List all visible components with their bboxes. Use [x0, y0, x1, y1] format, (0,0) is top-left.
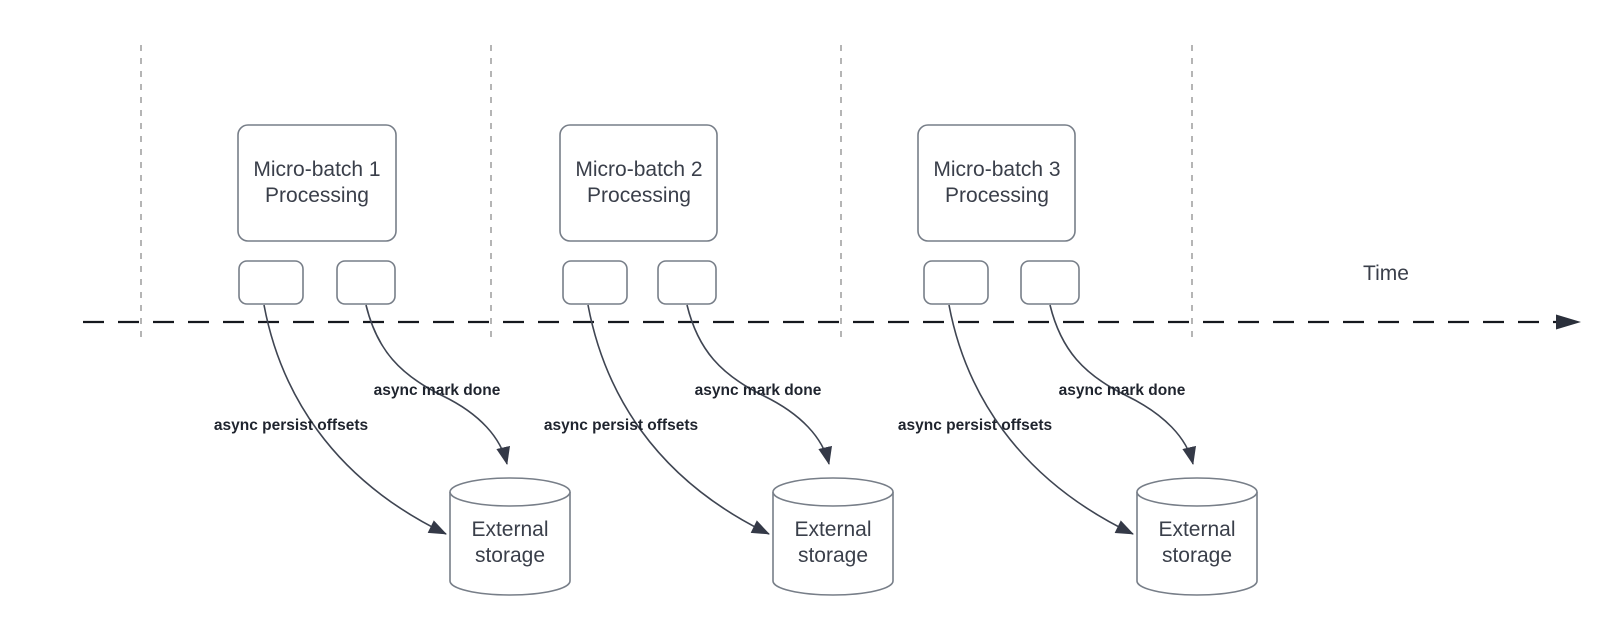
micro-batch-group-3: Micro-batch 3 Processing async persist o… [898, 124, 1258, 596]
time-axis-label: Time [1363, 262, 1409, 285]
mark-done-arrow-1 [365, 304, 510, 465]
micro-batch-1-title-line1: Micro-batch 1 [253, 158, 380, 181]
micro-batch-1-box [237, 124, 397, 242]
external-storage-1-line2: storage [475, 544, 545, 567]
micro-batch-3-task-box-right [1020, 260, 1080, 305]
mark-done-label-1: async mark done [374, 382, 501, 399]
mark-done-arrow-2 [686, 304, 832, 465]
micro-batch-2-title-line1: Micro-batch 2 [575, 158, 702, 181]
external-storage-1-line1: External [471, 518, 548, 541]
mark-done-label-2: async mark done [695, 382, 822, 399]
micro-batch-1-title-line2: Processing [265, 184, 369, 207]
external-storage-cylinder-2: External storage [772, 477, 894, 596]
micro-batch-3-title-line2: Processing [945, 184, 1049, 207]
cylinder-top-arc-2 [772, 491, 894, 507]
persist-offsets-label-3: async persist offsets [898, 417, 1052, 434]
persist-offsets-arrow-2 [587, 304, 770, 535]
micro-batch-3-box [917, 124, 1076, 242]
cylinder-body-3 [1136, 477, 1258, 596]
cylinder-top-arc-3 [1136, 491, 1258, 507]
external-storage-cylinder-1: External storage [449, 477, 571, 596]
external-storage-3-line1: External [1158, 518, 1235, 541]
cylinder-body-2 [772, 477, 894, 596]
micro-batch-1-task-box-left [238, 260, 304, 305]
time-axis-arrowhead-icon [1556, 314, 1581, 330]
mark-done-arrow-3 [1049, 304, 1196, 465]
persist-offsets-label-2: async persist offsets [544, 417, 698, 434]
micro-batch-2-task-box-right [657, 260, 717, 305]
micro-batch-3-title-line1: Micro-batch 3 [933, 158, 1060, 181]
cylinder-body-1 [449, 477, 571, 596]
micro-batch-2-title-line2: Processing [587, 184, 691, 207]
micro-batch-group-2: Micro-batch 2 Processing async persist o… [544, 124, 894, 596]
persist-offsets-arrow-1 [263, 304, 447, 535]
cylinder-top-arc-1 [449, 491, 571, 507]
external-storage-2-line1: External [794, 518, 871, 541]
persist-offsets-arrow-3 [948, 304, 1134, 535]
external-storage-cylinder-3: External storage [1136, 477, 1258, 596]
external-storage-2-line2: storage [798, 544, 868, 567]
external-storage-3-line2: storage [1162, 544, 1232, 567]
micro-batch-group-1: Micro-batch 1 Processing async persist o… [214, 124, 571, 596]
micro-batch-3-task-box-left [923, 260, 989, 305]
persist-offsets-label-1: async persist offsets [214, 417, 368, 434]
mark-done-label-3: async mark done [1059, 382, 1186, 399]
micro-batch-2-box [559, 124, 718, 242]
micro-batch-1-task-box-right [336, 260, 396, 305]
micro-batch-2-task-box-left [562, 260, 628, 305]
